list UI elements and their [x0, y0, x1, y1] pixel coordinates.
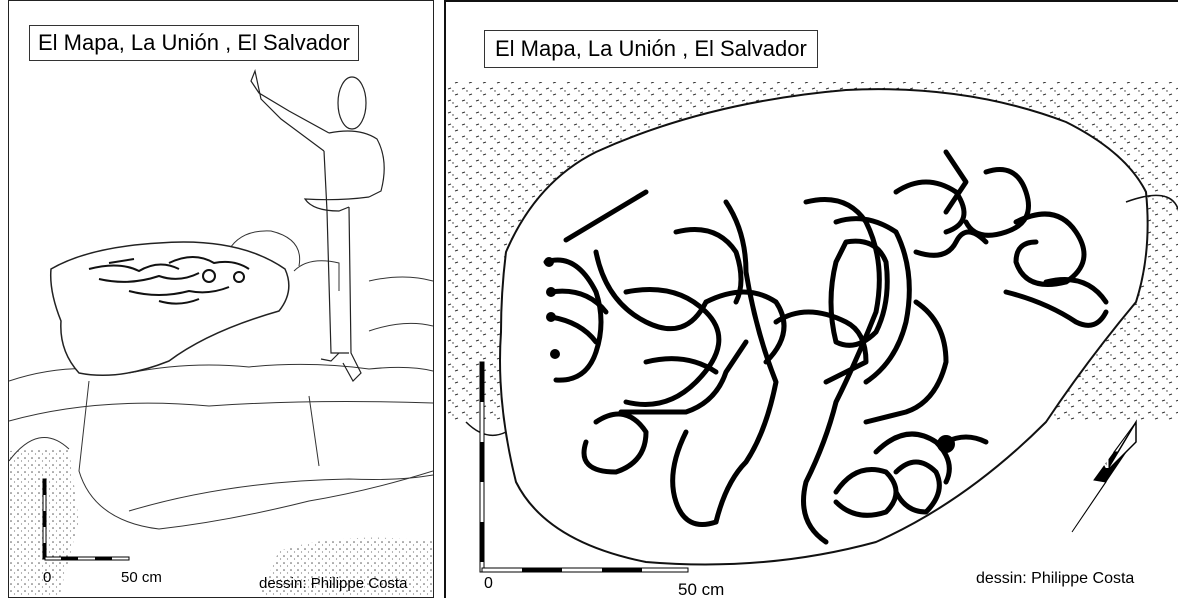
engraved-glyphs [543, 149, 1109, 545]
petroglyph-detail-panel: N El Mapa, La Unión , El Salvador 0 50 c… [444, 0, 1178, 598]
engraved-dots [544, 257, 955, 453]
scale-zero-label: 0 [43, 569, 52, 586]
scale-zero-label: 0 [484, 575, 493, 592]
rock-petroglyph-preview [88, 256, 250, 305]
ground-stipple-right [259, 537, 433, 597]
scale-end-label: 50 cm [121, 569, 162, 586]
stone-outline [499, 88, 1149, 566]
rock-outline [49, 241, 290, 377]
drawing-title: El Mapa, La Unión , El Salvador [484, 30, 818, 68]
human-figure-icon [250, 68, 385, 382]
background-stones [9, 230, 433, 530]
drawing-credit: dessin: Philippe Costa [976, 570, 1135, 587]
svg-text:N: N [1098, 455, 1110, 472]
scene-illustration [9, 68, 433, 597]
scale-end-label: 50 cm [678, 580, 725, 598]
drawing-title: El Mapa, La Unión , El Salvador [29, 25, 359, 61]
scene-drawing-panel: El Mapa, La Unión , El Salvador 0 50 cm … [8, 0, 434, 598]
north-arrow-icon: N [1071, 419, 1137, 533]
petroglyph-illustration: N [446, 82, 1178, 573]
scale-bar-icon [479, 361, 689, 573]
drawing-credit: dessin: Philippe Costa [259, 575, 408, 592]
scale-bar-icon [42, 478, 130, 561]
